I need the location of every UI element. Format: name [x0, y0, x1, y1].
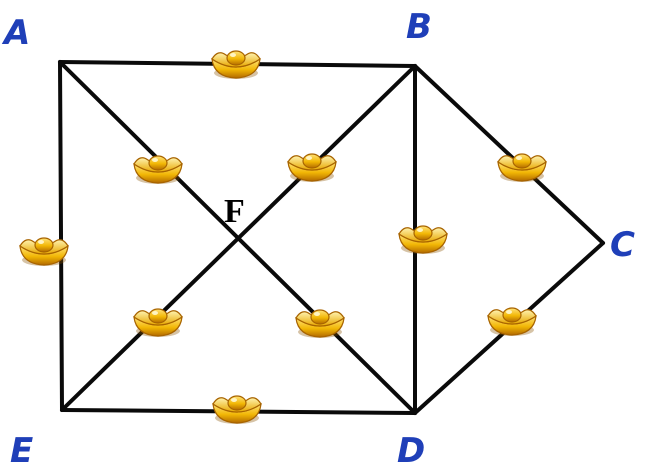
gold-ingot-icon [295, 309, 345, 339]
vertex-label-c: C [610, 225, 635, 265]
gold-ingot-icon [212, 395, 262, 425]
vertex-label-a: A [1, 13, 30, 53]
edge-bc [413, 64, 605, 245]
gold-ingot-icon [211, 50, 261, 80]
gold-ingot-icon [398, 225, 448, 255]
edge-eb [60, 64, 417, 412]
gold-ingot-icon [133, 308, 183, 338]
gold-ingot-icon [133, 155, 183, 185]
vertex-label-b: B [406, 7, 432, 47]
gold-ingot-icon [487, 307, 537, 337]
gold-ingot-icon [19, 237, 69, 267]
center-label-f: F [224, 193, 245, 230]
gold-ingot-icon [497, 153, 547, 183]
edges [58, 60, 605, 415]
gold-ingot-icon [287, 153, 337, 183]
vertex-label-d: D [397, 431, 425, 471]
vertex-label-e: E [10, 431, 33, 471]
edge-ae [58, 60, 64, 412]
